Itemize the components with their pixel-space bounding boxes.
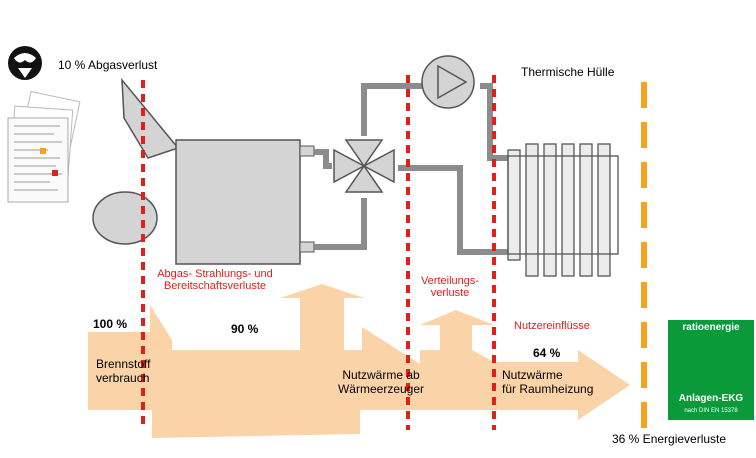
useful-heat-space-heating-label: Nutzwärme für Raumheizung: [502, 368, 594, 396]
distribution-losses-label: Verteilungs- verluste: [420, 275, 480, 299]
percent-90: 90 %: [231, 322, 259, 336]
flow-arrow-brennstoff: [88, 284, 398, 410]
useful-heat-generator-label: Nutzwärme ab Wärmeerzeuger: [337, 368, 425, 396]
logo-icon: [8, 46, 42, 80]
badge-top-text: ratioenergie: [682, 322, 740, 333]
thermal-envelope-label: Thermische Hülle: [521, 65, 615, 79]
pipes: [314, 83, 512, 255]
boiler-return-port: [299, 241, 315, 253]
document-stack-icon: [7, 90, 81, 203]
flue-pipe: [121, 77, 180, 159]
pipe-boiler-return: [314, 198, 367, 250]
pipe-radiator-return: [398, 165, 512, 255]
user-influence-label: Nutzereinflüsse: [514, 320, 590, 332]
pipe-to-pump: [361, 83, 422, 136]
mixing-valve: [333, 139, 395, 193]
boiler-losses-label: Abgas- Strahlungs- und Bereitschaftsverl…: [157, 268, 273, 292]
badge-main-text: Anlagen-EKG: [678, 393, 744, 404]
percent-64: 64 %: [533, 346, 561, 360]
flow-arrow-nutzwaerme-erzeuger: [152, 310, 494, 438]
loss-lines: [141, 75, 647, 430]
circulation-pump: [421, 55, 475, 109]
flow-arrow-raumheizung: [494, 350, 630, 420]
flue-gas-loss-label: 10 % Abgasverlust: [58, 58, 158, 72]
fuel-consumption-label: Brennstoff verbrauch: [96, 357, 151, 385]
burner: [92, 191, 158, 245]
boiler-flow-port: [299, 145, 315, 157]
pipe-pump-to-radiator: [480, 83, 512, 161]
pipe-flow-out: [314, 149, 332, 169]
energy-flow: [88, 284, 630, 438]
equipment: [92, 55, 619, 277]
boiler: [175, 139, 301, 265]
radiator: [507, 143, 619, 277]
percent-100: 100 %: [93, 317, 128, 331]
badge-sub-text: nach DIN EN 15378: [684, 408, 738, 414]
energy-losses-label: 36 % Energieverluste: [612, 432, 727, 446]
anlagen-ekg-badge: ratioenergie Anlagen-EKG nach DIN EN 153…: [668, 320, 754, 420]
